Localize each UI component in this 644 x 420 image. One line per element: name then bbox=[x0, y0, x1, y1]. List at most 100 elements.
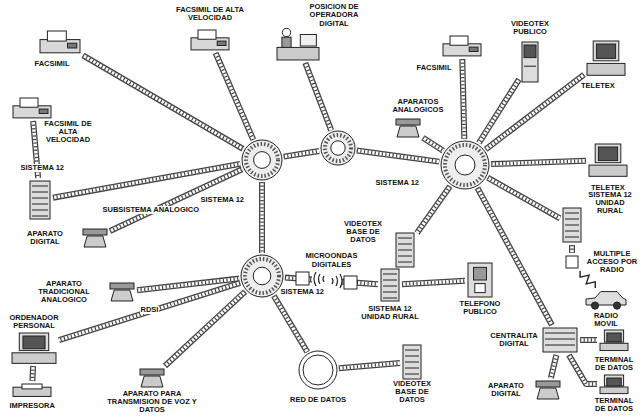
icon-part bbox=[522, 42, 538, 82]
cable-hatch bbox=[31, 366, 35, 381]
cable-hatch bbox=[580, 338, 597, 341]
cable-hatch bbox=[357, 151, 439, 162]
telephone-set: APARATOS ANALOGICOS bbox=[395, 118, 421, 138]
cable-hatch bbox=[165, 292, 245, 366]
mobile-car: RADIO MOVIL bbox=[584, 290, 628, 310]
cable-hatch bbox=[83, 55, 243, 148]
exchange-cabinet: SISTEMA 12 UNIDAD RURAL bbox=[562, 207, 582, 243]
icon-part bbox=[607, 333, 621, 342]
exchange-cabinet: SISTEMA 12 bbox=[29, 180, 51, 220]
device-label: VIDEOTEX PUBLICO bbox=[505, 20, 555, 37]
cable-outline bbox=[216, 53, 254, 140]
icon-part bbox=[543, 328, 577, 352]
cable-hatch bbox=[423, 138, 443, 151]
icon-part bbox=[241, 255, 283, 297]
cable-hatch bbox=[488, 178, 560, 219]
exchange-cabinet: VIDEOTEX BASE DE DATOS bbox=[402, 344, 422, 380]
cable-core bbox=[216, 53, 254, 140]
cable-link bbox=[305, 63, 331, 130]
icon-part bbox=[600, 343, 628, 350]
device-label: APARATO DIGITAL bbox=[20, 230, 70, 247]
icon-part bbox=[383, 292, 397, 293]
icon-part bbox=[83, 229, 107, 235]
device-label: SISTEMA 12 bbox=[200, 196, 245, 204]
telephone-set: APARATO PARA TRANSMISION DE VOZ Y DATOS bbox=[139, 368, 165, 388]
device-icon bbox=[29, 180, 51, 220]
cable-link bbox=[32, 366, 34, 381]
icon-part bbox=[383, 298, 397, 299]
icon-part bbox=[198, 30, 216, 39]
cable-core bbox=[580, 338, 597, 341]
device-label: SISTEMA 12 UNIDAD RURAL bbox=[582, 191, 638, 216]
cable-link bbox=[491, 161, 586, 164]
operator-position: POSICION DE OPERADORA DIGITAL bbox=[275, 27, 321, 61]
icon-part bbox=[600, 387, 628, 394]
telephone-set: APARATO DIGITAL bbox=[82, 228, 108, 248]
cable-outline bbox=[402, 281, 465, 285]
cable-outline bbox=[274, 296, 308, 352]
device-icon bbox=[467, 262, 493, 298]
device-icon bbox=[241, 139, 283, 181]
icon-part bbox=[589, 165, 627, 176]
cable-hatch bbox=[570, 245, 573, 253]
exchange-cabinet: VIDEOTEX BASE DE DATOS bbox=[395, 232, 415, 268]
icon-part bbox=[32, 186, 48, 187]
link-label: MICROONDAS DIGITALES bbox=[301, 252, 361, 269]
device-icon bbox=[11, 332, 57, 364]
cable-outline bbox=[569, 245, 575, 253]
cable-core bbox=[83, 55, 243, 148]
cable-link bbox=[216, 53, 254, 140]
icon-part bbox=[398, 238, 412, 239]
cable-link bbox=[262, 182, 263, 253]
icon-part bbox=[587, 63, 625, 75]
device-icon bbox=[440, 140, 490, 190]
cable-hatch bbox=[479, 79, 519, 143]
cable-core bbox=[551, 355, 557, 378]
device-icon bbox=[442, 35, 482, 57]
icon-part bbox=[23, 336, 45, 349]
icon-part bbox=[566, 256, 578, 268]
icon-part bbox=[300, 34, 316, 46]
icon-part bbox=[68, 43, 77, 48]
device-label: APARATO TRADICIONAL ANALOGICO bbox=[34, 280, 94, 305]
icon-part bbox=[524, 45, 536, 58]
device-icon bbox=[82, 228, 108, 248]
cable-link bbox=[423, 138, 443, 151]
cable-core bbox=[417, 186, 450, 233]
device-label: TELEFONO PUBLICO bbox=[455, 300, 505, 317]
icon-part bbox=[403, 345, 421, 379]
device-label: SISTEMA 12 bbox=[20, 164, 65, 172]
cable-outline bbox=[259, 182, 265, 253]
cable-hatch bbox=[305, 63, 331, 130]
icon-part bbox=[22, 384, 42, 389]
device-label: RADIO MOVIL bbox=[581, 312, 631, 329]
telephone-set: APARATO DIGITAL bbox=[535, 380, 561, 400]
personal-computer: ORDENADOR PERSONAL bbox=[11, 332, 57, 364]
cable-outline bbox=[305, 63, 331, 130]
icon-part bbox=[12, 353, 56, 364]
telephone-set: APARATO TRADICIONAL ANALOGICO bbox=[109, 282, 135, 302]
device-icon bbox=[395, 118, 421, 138]
icon-part bbox=[396, 119, 420, 125]
icon-part bbox=[30, 181, 50, 219]
icon-part bbox=[455, 155, 475, 175]
icon-part bbox=[405, 350, 419, 351]
icon-part bbox=[303, 355, 333, 385]
icon-part bbox=[545, 345, 575, 346]
cable-core bbox=[488, 178, 560, 219]
icon-part bbox=[299, 351, 337, 389]
icon-part bbox=[565, 237, 579, 238]
device-label: POSICION DE OPERADORA DIGITAL bbox=[294, 3, 374, 28]
icon-part bbox=[242, 140, 282, 180]
icon-part bbox=[217, 41, 226, 45]
device-label: FACSIMIL DE ALTA VELOCIDAD bbox=[38, 120, 98, 145]
data-network: RED DE DATOS bbox=[298, 350, 338, 390]
cable-core bbox=[339, 363, 400, 368]
icon-part bbox=[47, 31, 66, 41]
cable-outline bbox=[580, 337, 597, 343]
icon-part bbox=[32, 216, 48, 217]
cable-core bbox=[491, 161, 586, 164]
cable-link bbox=[572, 245, 573, 253]
icon-part bbox=[604, 330, 623, 342]
